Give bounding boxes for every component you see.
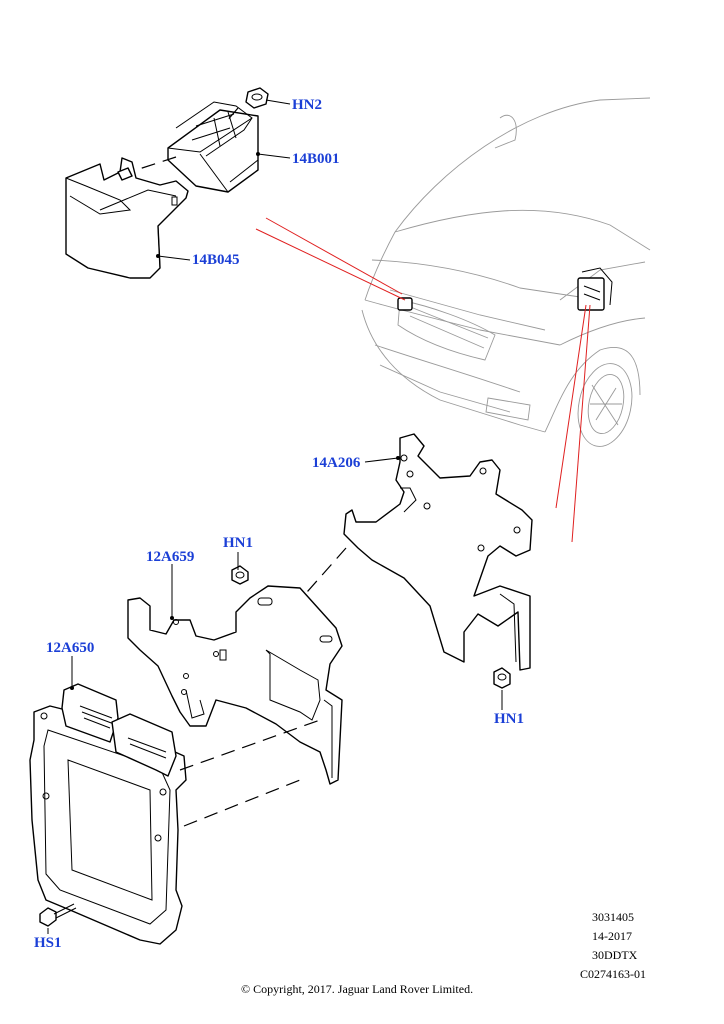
ref-line-1: 3031405	[592, 910, 634, 924]
nut-hn1-right	[493, 667, 511, 689]
callout-hn2: HN2	[292, 97, 322, 113]
location-lines	[255, 217, 591, 543]
callout-hn1-top: HN1	[223, 535, 253, 551]
screw-hs1	[39, 903, 77, 927]
bracket-12a659	[127, 585, 343, 785]
cover-14b045	[65, 157, 189, 279]
module-location-marker	[397, 267, 613, 311]
nut-hn1-top	[231, 565, 249, 585]
callout-hs1: HS1	[34, 935, 62, 951]
callout-14a206: 14A206	[312, 455, 361, 471]
callout-12a659: 12A659	[146, 549, 194, 565]
callout-12a650: 12A650	[46, 640, 94, 656]
module-14b001	[117, 101, 259, 193]
reference-block: 3031405 14-2017 30DDTX C0274163-01	[580, 910, 646, 981]
vehicle-outline	[361, 97, 651, 447]
bracket-14a206	[299, 433, 533, 671]
callout-14b001: 14B001	[292, 151, 340, 167]
copyright-notice: © Copyright, 2017. Jaguar Land Rover Lim…	[241, 982, 473, 996]
callout-14b045: 14B045	[192, 252, 240, 268]
ref-line-3: 30DDTX	[592, 948, 638, 962]
ref-line-4: C0274163-01	[580, 967, 646, 981]
ecu-12a650	[29, 683, 321, 945]
ref-line-2: 14-2017	[592, 929, 632, 943]
nut-hn2	[135, 87, 269, 171]
callout-hn1-right: HN1	[494, 711, 524, 727]
leader-lines	[47, 99, 503, 934]
